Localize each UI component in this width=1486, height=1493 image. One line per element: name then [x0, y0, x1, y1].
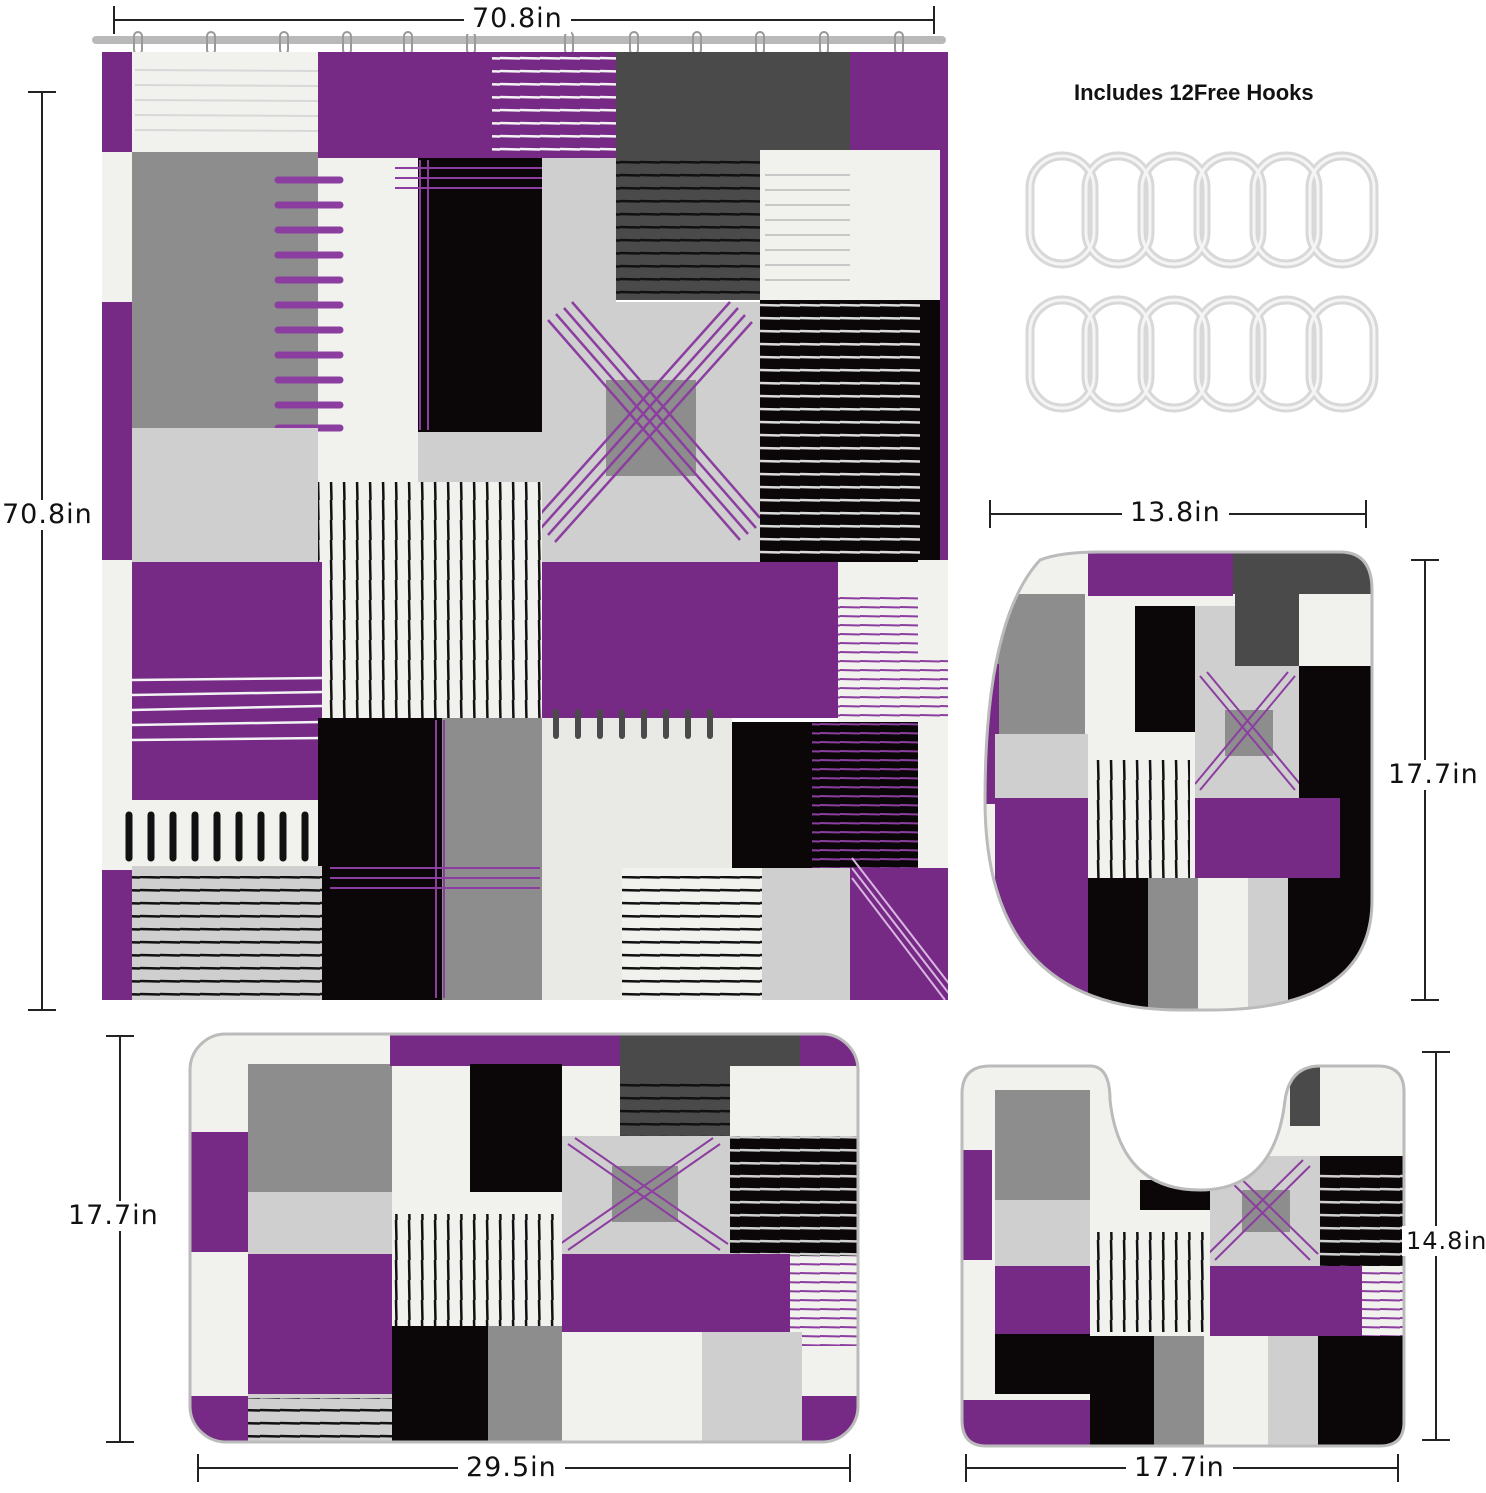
curtain-rod	[92, 36, 946, 44]
contour-mat-height-label: 14.8in	[1402, 1226, 1486, 1256]
bath-mat-width-label: 29.5in	[458, 1453, 565, 1483]
hook-rings	[1025, 151, 1379, 413]
curtain-height-label: 70.8in	[0, 500, 101, 530]
contour-mat-width-label: 17.7in	[1126, 1453, 1233, 1483]
bath-mat-height-label: 17.7in	[60, 1201, 167, 1231]
lid-width-label: 13.8in	[1122, 498, 1229, 528]
curtain-height-dimension	[28, 91, 56, 1011]
hooks-title: Includes 12Free Hooks	[1074, 80, 1314, 105]
lid-height-label: 17.7in	[1380, 760, 1486, 790]
curtain-width-label: 70.8in	[464, 4, 571, 34]
